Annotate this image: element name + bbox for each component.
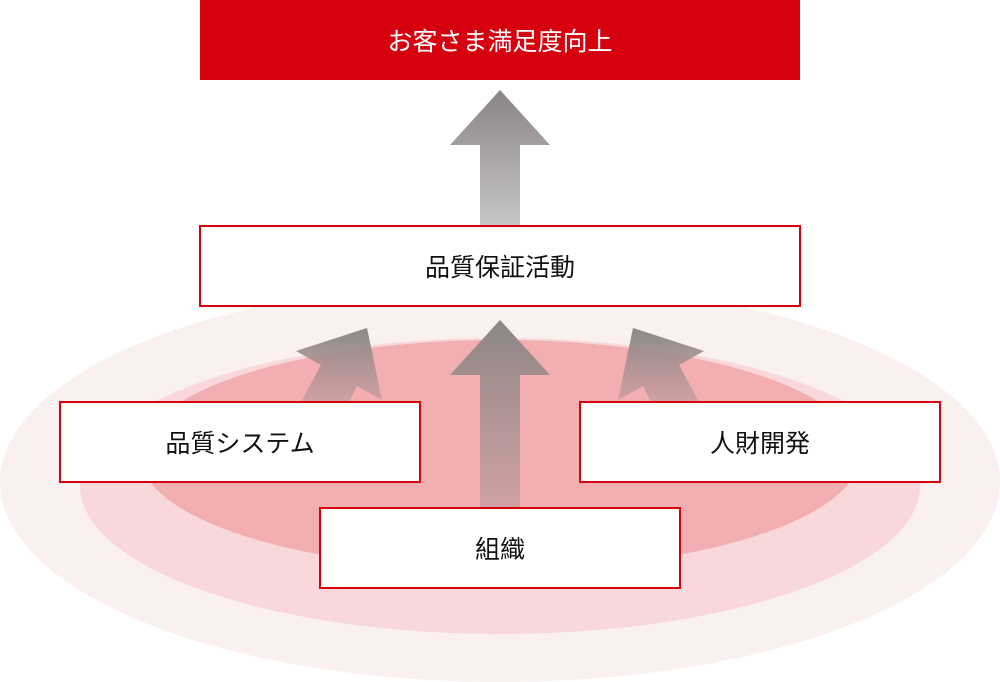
arrow-up-top (450, 90, 550, 226)
quality-assurance-box: 品質保証活動 (199, 225, 801, 307)
quality-system-box: 品質システム (59, 401, 421, 483)
quality-assurance-label: 品質保証活動 (424, 253, 575, 282)
arrow-right-diagonal (618, 328, 704, 402)
arrow-up-center (450, 320, 550, 508)
goal-label: お客さま満足度向上 (387, 27, 613, 56)
organization-box: 組織 (319, 507, 681, 589)
arrow-left-diagonal (296, 328, 382, 402)
goal-box: お客さま満足度向上 (200, 0, 800, 80)
hr-development-box: 人財開発 (579, 401, 941, 483)
quality-system-label: 品質システム (165, 429, 315, 458)
organization-label: 組織 (474, 535, 525, 564)
hr-development-label: 人財開発 (709, 429, 810, 458)
